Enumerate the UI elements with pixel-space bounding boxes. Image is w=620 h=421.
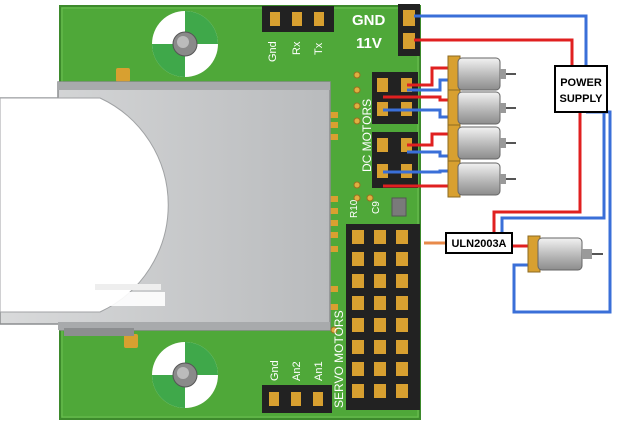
servo-pin (374, 252, 386, 266)
analog-an1-label: An1 (313, 361, 325, 381)
dc-motor-header-lower (372, 132, 418, 188)
wire-supply-red-to-uln (492, 112, 582, 238)
servo-pin (396, 340, 408, 354)
power-supply-line1: POWER (560, 77, 602, 89)
servo-pin (396, 274, 408, 288)
uln-motor (527, 235, 603, 273)
dc-motor-4 (447, 160, 516, 198)
servo-pin (352, 252, 364, 266)
servo-pin (352, 340, 364, 354)
c9-label: C9 (371, 201, 382, 214)
servo-pin (396, 384, 408, 398)
servo-pin (396, 318, 408, 332)
analog-gnd-label: Gnd (269, 360, 281, 381)
dc-motor-3 (447, 124, 516, 162)
wire-gnd-to-supply (414, 14, 588, 66)
11v-label: 11V (356, 35, 382, 52)
power-supply-line2: SUPPLY (559, 93, 603, 105)
servo-pin (396, 252, 408, 266)
dc-motors-label: DC MOTORS (360, 99, 374, 172)
r10-label: R10 (349, 199, 360, 218)
mounting-hole-top (152, 11, 218, 77)
servo-pin (352, 362, 364, 376)
servo-pin (374, 362, 386, 376)
servo-pin (396, 230, 408, 244)
uln2003a-box: ULN2003A (445, 232, 513, 254)
servo-header (346, 224, 420, 410)
dc-motor-2 (447, 89, 516, 127)
servo-pin (352, 384, 364, 398)
servo-pin (352, 296, 364, 310)
servo-pin (396, 362, 408, 376)
uart-header (262, 6, 334, 32)
wire-blue-to-servo-motor (500, 112, 606, 238)
analog-header (262, 385, 332, 413)
dc-motors-group (447, 55, 516, 198)
power-supply-box: POWER SUPPLY (554, 65, 608, 113)
pad (116, 68, 130, 82)
uln2003a-label: ULN2003A (451, 238, 506, 250)
vias (330, 71, 374, 334)
servo-pin (396, 296, 408, 310)
servo-pin (352, 230, 364, 244)
servo-pin (374, 230, 386, 244)
wire-11v-to-supply (414, 38, 574, 66)
dc-motor-1 (447, 55, 516, 93)
servo-pin (374, 340, 386, 354)
servo-pin (374, 384, 386, 398)
mounting-hole-bottom (152, 342, 218, 408)
analog-an2-label: An2 (291, 361, 303, 381)
uart-tx-label: Tx (313, 42, 325, 55)
sd-card-slot (0, 81, 331, 336)
uart-gnd-label: Gnd (267, 41, 279, 62)
servo-pin (374, 274, 386, 288)
power-header (398, 4, 420, 56)
servo-pin (352, 274, 364, 288)
uart-rx-label: Rx (291, 41, 303, 55)
component-c9 (391, 197, 407, 217)
servo-pin (374, 318, 386, 332)
servo-pin (374, 296, 386, 310)
servo-pin (352, 318, 364, 332)
gnd-label: GND (352, 12, 386, 29)
servo-motors-label: SERVO MOTORS (332, 310, 346, 408)
pad (124, 334, 138, 348)
